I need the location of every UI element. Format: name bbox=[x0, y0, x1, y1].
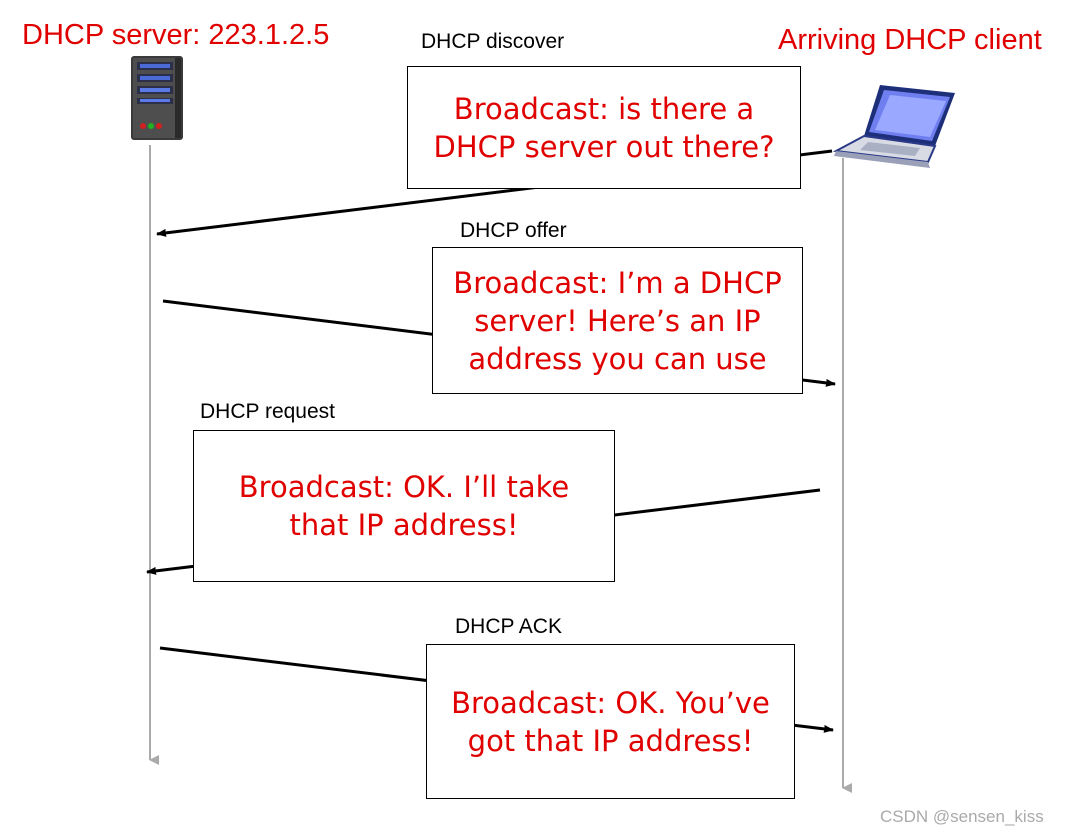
request-message-name: DHCP request bbox=[200, 400, 336, 423]
server-label: DHCP server: 223.1.2.5 bbox=[22, 19, 330, 51]
discover-message-box: Broadcast: is there a DHCP server out th… bbox=[407, 66, 801, 189]
watermark: CSDN @sensen_kiss bbox=[880, 807, 1044, 826]
request-message-text: Broadcast: OK. I’ll take that IP address… bbox=[238, 470, 570, 542]
offer-message-name: DHCP offer bbox=[460, 219, 567, 242]
offer-message-box: Broadcast: I’m a DHCP server! Here’s an … bbox=[432, 247, 803, 394]
request-message-box: Broadcast: OK. I’ll take that IP address… bbox=[193, 430, 615, 582]
ack-message-text: Broadcast: OK. You’ve got that IP addres… bbox=[451, 685, 770, 758]
laptop-icon bbox=[832, 85, 955, 168]
ack-message-name: DHCP ACK bbox=[455, 615, 562, 638]
ack-message-box: Broadcast: OK. You’ve got that IP addres… bbox=[426, 644, 795, 799]
offer-message-text: Broadcast: I’m a DHCP server! Here’s an … bbox=[453, 265, 782, 376]
server-tower-icon bbox=[131, 56, 183, 140]
discover-message-name: DHCP discover bbox=[421, 30, 565, 53]
discover-message-text: Broadcast: is there a DHCP server out th… bbox=[433, 91, 775, 164]
client-label: Arriving DHCP client bbox=[778, 24, 1042, 56]
